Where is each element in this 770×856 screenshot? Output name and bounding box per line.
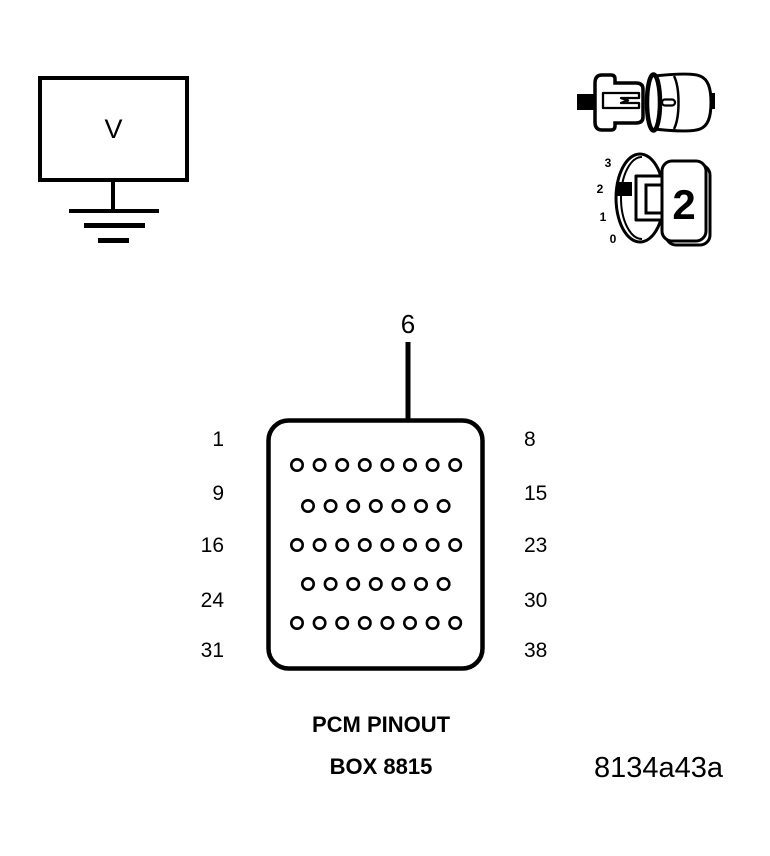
voltmeter-label: V (104, 113, 123, 144)
row-label-left-9: 9 (212, 482, 224, 505)
row-label-right-23: 23 (524, 534, 548, 557)
pin-hole (335, 616, 350, 631)
pin-hole (312, 616, 327, 631)
row-label-left-24: 24 (200, 589, 224, 612)
pin-hole (357, 616, 372, 631)
dial-wheel (614, 152, 663, 244)
dial-scale-1: 1 (600, 210, 607, 224)
ground-icon-line2 (84, 223, 145, 228)
rotary-dial-icon: 3 2 1 0 2 (597, 152, 712, 247)
pinout-caption-line2: BOX 8815 (329, 754, 433, 779)
female-connector-face-ring (644, 72, 663, 133)
row-label-right-30: 30 (524, 589, 548, 612)
pin-hole (414, 577, 429, 592)
disconnected-connector-icon (577, 72, 715, 133)
pin-hole (436, 499, 451, 514)
row-label-left-1: 1 (212, 428, 224, 451)
female-connector-step-line (672, 75, 680, 130)
voltmeter-ground-lead (111, 180, 115, 211)
pin-hole (380, 616, 395, 631)
figure-id: 8134a43a (594, 752, 724, 784)
female-connector-body (652, 72, 713, 133)
pin-hole (448, 616, 463, 631)
pin-hole (289, 538, 304, 553)
pin-hole (335, 457, 350, 472)
pin-hole (403, 457, 418, 472)
pin-hole (323, 499, 338, 514)
dial-value: 2 (672, 181, 695, 228)
pin-hole (346, 499, 361, 514)
pin-hole (323, 577, 338, 592)
pin-hole (425, 538, 440, 553)
pin-hole (312, 538, 327, 553)
dial-block-face (660, 159, 708, 243)
pin-hole (425, 457, 440, 472)
pin-hole (357, 538, 372, 553)
connector-outline (266, 418, 485, 671)
pin-hole (357, 457, 372, 472)
pin-hole (391, 577, 406, 592)
pin-hole (368, 577, 383, 592)
pin-hole (448, 538, 463, 553)
pin-hole (300, 577, 315, 592)
pin-hole (335, 538, 350, 553)
pin-hole (448, 457, 463, 472)
left-wire-stub (577, 94, 595, 110)
dial-position-marker (616, 182, 632, 196)
pin-hole (391, 499, 406, 514)
pin-hole (414, 499, 429, 514)
pin-hole (289, 457, 304, 472)
pin-hole (346, 577, 361, 592)
female-terminal-slot (660, 98, 677, 107)
pin-hole (380, 538, 395, 553)
dial-scale-3: 3 (605, 156, 612, 170)
ground-icon-line3 (98, 238, 129, 243)
pin-hole (403, 616, 418, 631)
row-label-right-8: 8 (524, 428, 536, 451)
dial-wheel-rim (620, 156, 643, 240)
voltmeter-symbol: V (38, 76, 189, 182)
pin-hole (312, 457, 327, 472)
pin-holes (289, 457, 463, 631)
pin-callout-label: 6 (400, 309, 416, 339)
pin-hole (425, 616, 440, 631)
dial-scale-0: 0 (610, 232, 617, 246)
pin-hole (289, 616, 304, 631)
male-terminal-blade (601, 91, 641, 110)
row-label-right-38: 38 (524, 639, 548, 662)
pcm-connector-face (266, 418, 485, 671)
dial-scale-2: 2 (597, 182, 604, 196)
row-label-left-31: 31 (200, 639, 224, 662)
pin-hole (368, 499, 383, 514)
row-label-left-16: 16 (200, 534, 224, 557)
arrow-shaft (405, 342, 411, 447)
pin-hole (436, 577, 451, 592)
pinout-caption-line1: PCM PINOUT (311, 712, 451, 737)
ground-icon (69, 209, 159, 213)
pin-hole (380, 457, 395, 472)
pin-hole (300, 499, 315, 514)
pin-hole (403, 538, 418, 553)
row-label-right-15: 15 (524, 482, 548, 505)
